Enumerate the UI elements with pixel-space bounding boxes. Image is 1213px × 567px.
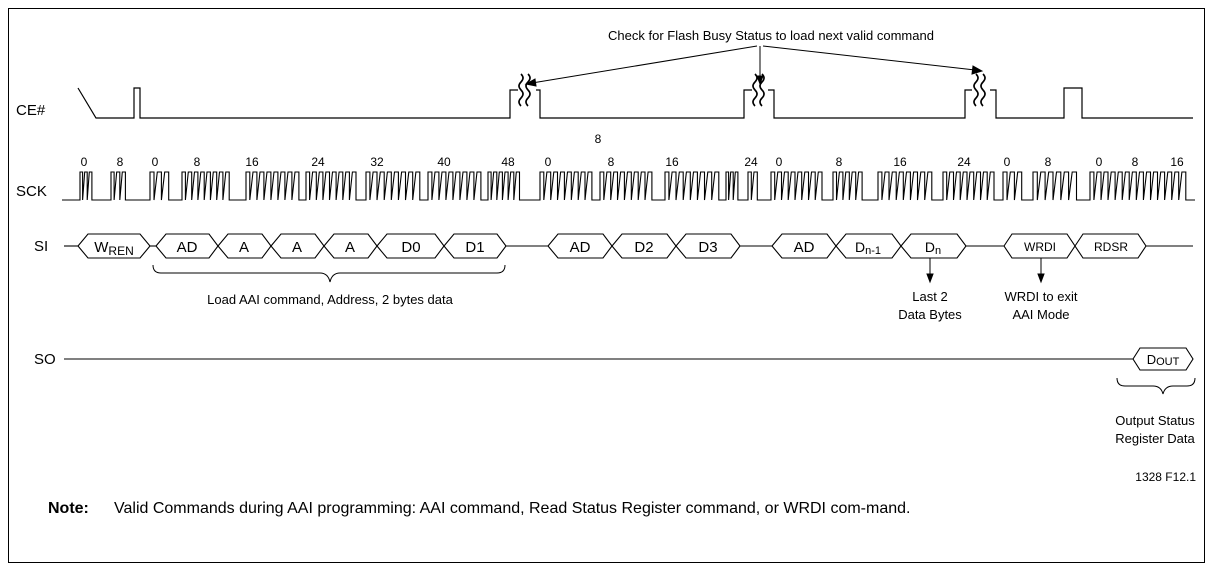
so-label: SO <box>34 351 56 368</box>
si-wren-main: W <box>94 239 109 256</box>
so-bus <box>64 347 1194 371</box>
si-dn-byte: Dn <box>925 239 941 257</box>
si-ad-byte-3: AD <box>794 239 815 256</box>
sck-count: 0 <box>545 155 552 169</box>
output-brace <box>1116 377 1196 395</box>
si-label: SI <box>34 238 48 255</box>
annotation-arrows <box>926 258 1045 284</box>
sck-count: 0 <box>776 155 783 169</box>
si-dn-1-byte: Dn-1 <box>855 239 881 257</box>
so-dout-sub: OUT <box>1156 356 1180 368</box>
ce-waveform-1 <box>77 87 518 119</box>
sck-count: 8 <box>836 155 843 169</box>
busy-status-annotation: Check for Flash Busy Status to load next… <box>608 28 934 43</box>
si-wren-sub: REN <box>108 244 133 258</box>
sck-count-labels: 0 8 0 8 16 24 32 40 48 0 8 16 24 0 8 16 … <box>81 155 1184 169</box>
so-dout-byte: DOUT <box>1147 352 1180 368</box>
sck-count: 24 <box>957 155 971 169</box>
sck-count: 8 <box>608 155 615 169</box>
sck-count: 40 <box>437 155 451 169</box>
si-ad-byte-1: AD <box>177 239 198 256</box>
si-wrdi-byte: WRDI <box>1024 240 1056 254</box>
sck-count: 0 <box>152 155 159 169</box>
wrdi-annotation-line-2: AAI Mode <box>1012 307 1069 322</box>
si-dn-1-main: D <box>855 239 865 255</box>
ce-waveform-4 <box>990 87 1193 119</box>
si-d1-byte: D1 <box>465 239 484 256</box>
output-annotation-line-2: Register Data <box>1115 431 1195 446</box>
si-a-byte-2: A <box>292 239 302 256</box>
si-a-byte-1: A <box>239 239 249 256</box>
si-dn-1-sub: n-1 <box>865 245 881 257</box>
so-dout-main: D <box>1147 352 1156 367</box>
si-dn-main: D <box>925 239 935 255</box>
si-d2-byte: D2 <box>634 239 653 256</box>
sck-label: SCK <box>16 183 47 200</box>
ce-label: CE# <box>16 102 46 119</box>
sck-count: 0 <box>1096 155 1103 169</box>
sck-count: 0 <box>81 155 88 169</box>
sck-count: 48 <box>501 155 515 169</box>
si-ad-byte-2: AD <box>570 239 591 256</box>
ce-break-symbols <box>518 73 986 107</box>
sck-count: 16 <box>245 155 259 169</box>
si-wren-byte: WREN <box>94 239 134 258</box>
sck-count: 0 <box>1004 155 1011 169</box>
load-aai-brace <box>152 264 506 283</box>
si-dn-sub: n <box>935 245 941 257</box>
last-2-annotation-line-2: Data Bytes <box>898 307 962 322</box>
sck-count: 16 <box>893 155 907 169</box>
ce-waveform-2 <box>536 89 752 119</box>
si-a-byte-3: A <box>345 239 355 256</box>
si-bus <box>64 233 1193 259</box>
load-aai-annotation: Load AAI command, Address, 2 bytes data <box>207 292 453 307</box>
busy-status-arrows <box>524 45 984 87</box>
wrdi-annotation-line-1: WRDI to exit <box>1005 289 1078 304</box>
sck-count: 16 <box>665 155 679 169</box>
figure-border <box>8 8 1205 563</box>
last-2-annotation-line-1: Last 2 <box>912 289 947 304</box>
sck-count: 8 <box>117 155 124 169</box>
si-d3-byte: D3 <box>698 239 717 256</box>
si-rdsr-byte: RDSR <box>1094 240 1128 254</box>
note-label: Note: <box>48 500 89 517</box>
ce-waveform-3 <box>768 89 972 119</box>
sck-count: 24 <box>744 155 758 169</box>
sck-waveform <box>62 171 1195 201</box>
output-annotation-line-1: Output Status <box>1115 413 1195 428</box>
note-text: Valid Commands during AAI programming: A… <box>114 500 911 517</box>
sck-count: 32 <box>370 155 384 169</box>
sck-count: 24 <box>311 155 325 169</box>
sck-count: 8 <box>1132 155 1139 169</box>
sck-count: 16 <box>1170 155 1184 169</box>
ce-count-label: 8 <box>595 132 602 146</box>
si-d0-byte: D0 <box>401 239 420 256</box>
sck-count: 8 <box>1045 155 1052 169</box>
note: Note: Valid Commands during AAI programm… <box>48 498 1128 519</box>
figure-id: 1328 F12.1 <box>1135 470 1196 484</box>
sck-count: 8 <box>194 155 201 169</box>
